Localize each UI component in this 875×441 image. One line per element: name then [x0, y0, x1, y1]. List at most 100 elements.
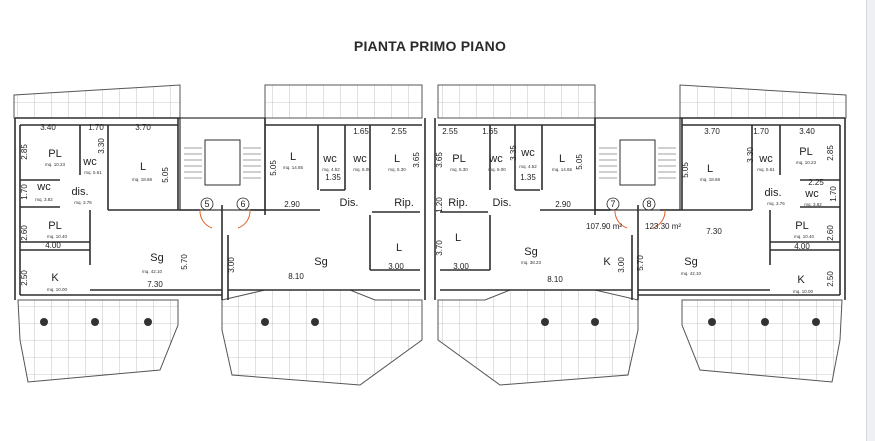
room-area: mq. 10.40 [794, 234, 815, 239]
room-area: mq. 6.00 [488, 167, 506, 172]
room-area: mq. 4.52 [322, 167, 340, 172]
plan-title: PIANTA PRIMO PIANO [353, 38, 507, 54]
terrace-2-1 [681, 299, 843, 383]
door-number-circle [200, 197, 214, 211]
door-number: 6 [240, 199, 245, 209]
dimension-label: 3.30 [746, 147, 755, 163]
dimension-label: 5.05 [575, 154, 584, 170]
unit-total-area: 123.30 m² [645, 222, 681, 231]
dimension-label: 2.85 [20, 144, 29, 160]
dimension-label: 5.70 [636, 255, 645, 271]
room-area: mq. 3.82 [804, 202, 822, 207]
room-area: mq. 3.82 [35, 197, 53, 202]
room-area: mq. 18.68 [132, 177, 153, 182]
column-marker [311, 318, 319, 326]
page-edge [866, 0, 875, 441]
dimension-label: 7.30 [706, 227, 722, 236]
dimension-label: 2.85 [826, 145, 835, 161]
room-name: Dis. [340, 197, 359, 209]
column-marker [144, 318, 152, 326]
room-area: mq. 14.65 [552, 167, 573, 172]
column-marker [40, 318, 48, 326]
room-name: PL [48, 220, 61, 232]
dimension-label: 3.70 [435, 240, 444, 256]
room-name: PL [799, 146, 812, 158]
dimension-label: 5.05 [161, 167, 170, 183]
door-number-circle [642, 197, 656, 211]
dimension-label: 3.30 [97, 138, 106, 154]
room-name: L [290, 151, 296, 163]
room-area: mq. 4.52 [519, 164, 537, 169]
dimension-label: 3.00 [617, 257, 626, 273]
room-area: mq. 10.00 [793, 289, 814, 294]
dimension-label: 3.00 [453, 262, 469, 271]
column-marker [261, 318, 269, 326]
room-name: wc [520, 147, 535, 159]
room-name: wc [352, 153, 367, 165]
room-name: dis. [764, 187, 781, 199]
dimension-label: 8.10 [547, 275, 563, 284]
dimension-label: 2.60 [826, 225, 835, 241]
dimension-label: 3.65 [412, 152, 421, 168]
dimension-label: 1.70 [829, 186, 838, 202]
room-name: PL [452, 153, 465, 165]
room-name: Rip. [394, 197, 414, 209]
dimension-label: 2.90 [555, 200, 571, 209]
room-name: L [140, 161, 146, 173]
dimension-label: 1.35 [325, 173, 341, 182]
room-area: mq. 10.23 [45, 162, 66, 167]
column-marker [541, 318, 549, 326]
room-area: mq. 3.76 [767, 201, 785, 206]
dimension-label: 2.90 [284, 200, 300, 209]
dimension-label: 1.70 [88, 123, 104, 132]
door-number: 5 [204, 199, 209, 209]
room-name: L [559, 153, 565, 165]
dimension-label: 4.00 [794, 242, 810, 251]
room-name: wc [804, 188, 819, 200]
room-name: Sg [524, 246, 537, 258]
terrace-0-0 [13, 84, 181, 119]
terrace-1-0 [264, 84, 423, 119]
room-name: wc [758, 153, 773, 165]
room-name: Sg [150, 252, 163, 264]
room-area: mq. 42.10 [142, 269, 163, 274]
room-name: wc [36, 181, 51, 193]
room-area: mq. 3.76 [74, 200, 92, 205]
door-number-circle [606, 197, 620, 211]
dimension-label: 5.05 [681, 162, 690, 178]
door-swing-arc [237, 209, 251, 229]
dimension-label: 1.20 [435, 197, 444, 213]
dimension-label: 3.00 [227, 257, 236, 273]
dimension-label: 3.00 [388, 262, 404, 271]
room-name: PL [795, 220, 808, 232]
unit-total-area: 107.90 m² [586, 222, 622, 231]
column-marker [591, 318, 599, 326]
room-name: dis. [71, 186, 88, 198]
staircase [179, 117, 266, 211]
dimension-label: 3.40 [40, 123, 56, 132]
room-name: wc [322, 153, 337, 165]
door-swing-arc [199, 209, 213, 229]
room-area: mq. 18.68 [700, 177, 721, 182]
room-area: mq. 5.61 [757, 167, 775, 172]
room-name: L [394, 153, 400, 165]
room-name: wc [488, 153, 503, 165]
door-number-circle [236, 197, 250, 211]
dimension-label: 5.05 [269, 160, 278, 176]
dimension-label: 1.65 [482, 127, 498, 136]
room-area: mq. 5.30 [388, 167, 406, 172]
stair-well [619, 139, 656, 186]
dimension-label: 5.70 [180, 254, 189, 270]
staircase [594, 117, 681, 211]
room-name: K [603, 256, 611, 268]
dimension-label: 7.30 [147, 280, 163, 289]
room-area: mq. 10.23 [796, 160, 817, 165]
column-marker [761, 318, 769, 326]
room-area: mq. 5.61 [84, 170, 102, 175]
room-area: mq. 10.00 [47, 287, 68, 292]
dimension-label: 3.35 [509, 145, 518, 161]
terrace-0-1 [679, 84, 847, 119]
terrace-1-1 [437, 84, 596, 119]
terrace-3-1 [437, 289, 639, 386]
